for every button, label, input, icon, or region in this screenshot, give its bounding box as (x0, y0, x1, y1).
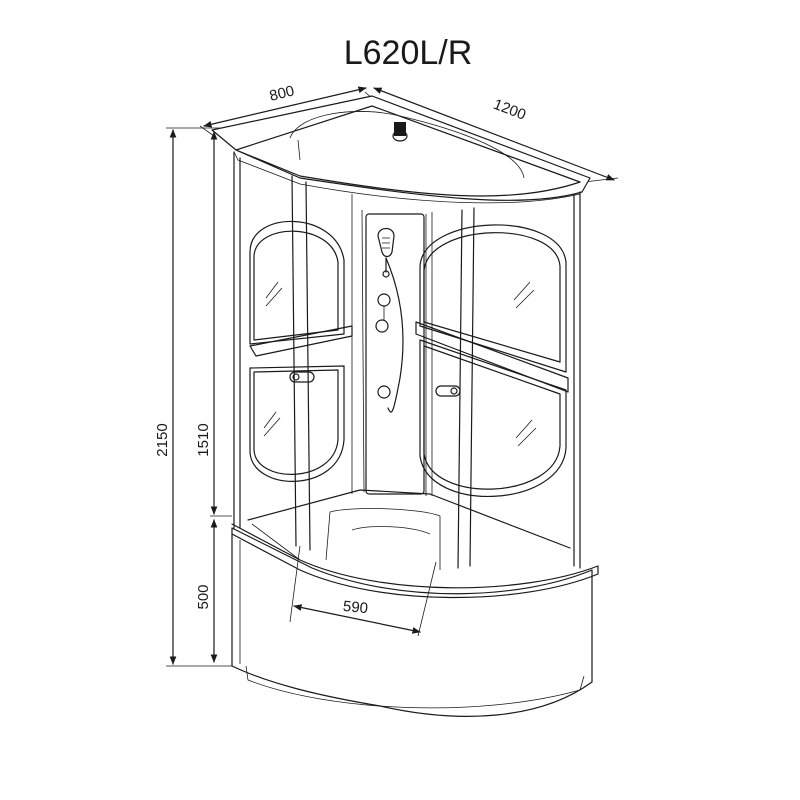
model-title: L620L/R (344, 34, 473, 72)
depth-dimension-label: 800 (268, 82, 296, 105)
right-decor-panel (415, 224, 569, 497)
depth-dimension-line (203, 86, 367, 128)
door-opening-dimension: 590 (289, 545, 437, 637)
hand-shower-icon (377, 227, 395, 258)
width-dimension-line (373, 87, 615, 181)
right-door-handle-icon (435, 385, 461, 397)
cabin-roof (211, 95, 591, 204)
cabin-height-label: 1510 (195, 423, 212, 456)
mixer-knob-middle-icon (375, 319, 389, 333)
right-shelf (415, 321, 569, 393)
door-handles (289, 371, 461, 397)
vertical-dimensions: 2150 1510 500 (154, 127, 232, 667)
total-height-label: 2150 (154, 423, 171, 456)
door-opening-label: 590 (342, 598, 369, 618)
control-panel (365, 213, 425, 495)
left-decor-panel (249, 220, 353, 482)
width-dimension-label: 1200 (491, 96, 528, 124)
door-opening-dimension-line (293, 604, 421, 634)
shower-tray (231, 523, 599, 717)
left-door-handle-icon (289, 371, 315, 383)
left-shelf (249, 325, 353, 357)
tray-height-label: 500 (195, 584, 212, 609)
shower-basin (247, 489, 571, 570)
mixer-knob-top-icon (377, 293, 391, 307)
mixer-knob-bottom-icon (377, 385, 391, 399)
shower-nozzle-icon (394, 122, 406, 136)
